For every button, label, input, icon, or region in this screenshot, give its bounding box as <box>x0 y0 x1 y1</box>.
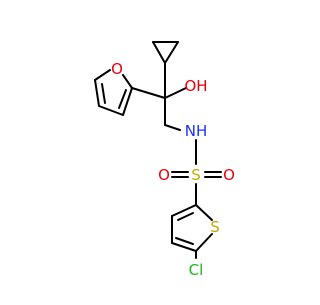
atom-sulfonyl-sulfur: S <box>191 166 201 184</box>
atom-furan-oxygen: O <box>111 60 123 78</box>
atom-sulfonyl-oxygen-right: O <box>223 166 235 184</box>
bond-c-furan <box>131 87 166 99</box>
atom-hydroxyl: OH <box>184 77 207 95</box>
bond-c-oh <box>164 87 187 99</box>
bond-fur-c3-c2-inner <box>118 89 127 109</box>
bond-ch2-n <box>164 124 181 131</box>
bond-cp-3 <box>164 41 179 64</box>
bond-fur-o-c5 <box>94 69 111 81</box>
atom-thiophene-sulfur: S <box>210 218 220 236</box>
bond-thio-s-c5 <box>195 233 213 252</box>
molecule-structure-diagram: O OH NH S O O S Cl <box>94 41 235 279</box>
bond-thio-c2-s <box>195 204 213 221</box>
bond-thio-c5-c4 <box>171 242 197 252</box>
bond-fur-c5-c4-inner <box>101 83 106 104</box>
bond-thio-c3-c2 <box>171 204 197 217</box>
bond-fur-c2-o <box>122 74 133 89</box>
bond-cp-1 <box>152 41 166 64</box>
atom-sulfonyl-oxygen-left: O <box>158 166 170 184</box>
bond-fur-c3-c2 <box>122 87 133 116</box>
bond-thio-c5-c4-inner <box>175 237 194 245</box>
bond-thio-c3-c2-inner <box>177 212 194 221</box>
bond-fur-c5-c4 <box>94 79 100 107</box>
atom-chlorine: Cl <box>189 261 204 279</box>
atom-amine: NH <box>185 122 208 140</box>
bond-fur-c4-c3 <box>98 105 124 116</box>
